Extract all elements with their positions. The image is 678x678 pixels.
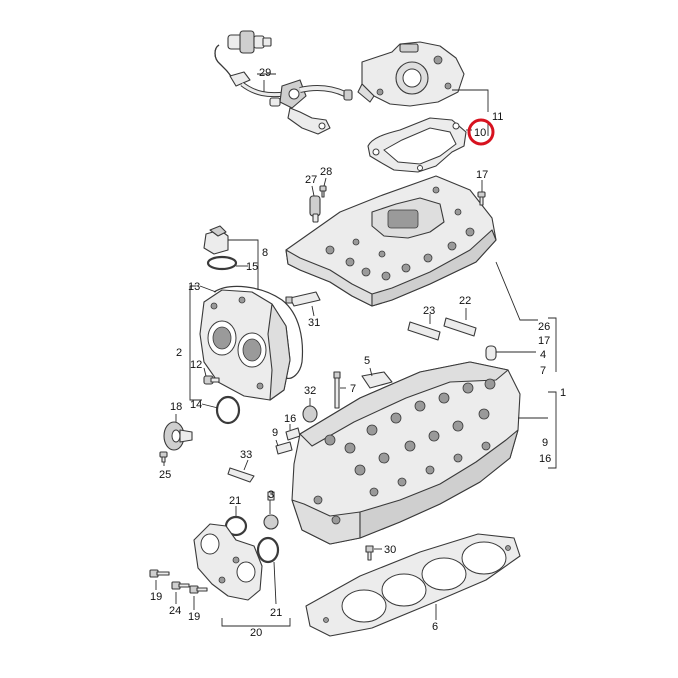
- label-12: 12: [190, 359, 202, 371]
- label-10: 10: [474, 127, 486, 139]
- vent-hose-assembly: [214, 30, 353, 135]
- label-7-mid: 7: [350, 383, 356, 395]
- label-25: 25: [159, 469, 171, 481]
- bracket-33: [227, 467, 255, 483]
- label-4: 4: [540, 349, 546, 361]
- label-8: 8: [262, 247, 268, 259]
- label-7-right: 7: [540, 365, 546, 377]
- bolt-25: [159, 451, 168, 463]
- bolt-28: [319, 185, 327, 198]
- sensor-23: [407, 321, 441, 341]
- cap-seal-15: [206, 255, 238, 271]
- label-9-left: 9: [272, 427, 278, 439]
- bolt-12: [203, 375, 220, 385]
- label-16-right: 16: [539, 453, 551, 465]
- oil-separator-gasket: [367, 117, 467, 173]
- label-19-left: 19: [150, 591, 162, 603]
- label-30: 30: [384, 544, 396, 556]
- label-29: 29: [259, 67, 271, 79]
- seal-14: [215, 395, 241, 425]
- label-17-right: 17: [538, 335, 550, 347]
- bolt-7-long: [333, 371, 341, 409]
- label-13: 13: [188, 281, 200, 293]
- sensor-31: [285, 291, 321, 307]
- label-9-right: 9: [542, 437, 548, 449]
- label-22: 22: [459, 295, 471, 307]
- label-23: 23: [423, 305, 435, 317]
- bolt-19-right: [189, 585, 208, 594]
- leader-lines: [155, 80, 557, 627]
- label-20: 20: [250, 627, 262, 639]
- plug-3: [263, 491, 279, 530]
- label-24: 24: [169, 605, 181, 617]
- label-17-top: 17: [476, 169, 488, 181]
- bolt-17-top: [477, 191, 486, 206]
- label-26: 26: [538, 321, 550, 333]
- label-32: 32: [304, 385, 316, 397]
- timing-cover: [199, 289, 291, 401]
- sensor-22: [443, 317, 477, 337]
- label-3: 3: [268, 489, 274, 501]
- label-27: 27: [305, 174, 317, 186]
- cylinder-head: [291, 361, 521, 545]
- bolt-24: [171, 581, 190, 590]
- sensor-wheel-18: [163, 421, 193, 451]
- bolt-19-left: [149, 569, 170, 578]
- label-15: 15: [246, 261, 258, 273]
- plug-32: [302, 405, 318, 423]
- oil-filler-cap: [203, 225, 229, 255]
- label-14: 14: [190, 399, 202, 411]
- label-21-lower: 21: [270, 607, 282, 619]
- dowel-16: [285, 427, 301, 441]
- oil-separator: [357, 41, 465, 107]
- dowel-9: [275, 441, 293, 455]
- label-18: 18: [170, 401, 182, 413]
- part-labels: 29 11 10 28 27 17 8 15 13 31 2 12 14 18 …: [150, 67, 566, 639]
- label-6: 6: [432, 621, 438, 633]
- timing-cover-gasket-13: [213, 285, 304, 379]
- label-5: 5: [364, 355, 370, 367]
- bolt-30: [365, 545, 374, 561]
- bracket-5: [361, 371, 393, 389]
- label-11: 11: [492, 111, 503, 123]
- label-19-right: 19: [188, 611, 200, 623]
- cylinder-head-cover: [285, 175, 497, 307]
- highlight-circle: [467, 118, 495, 146]
- label-31: 31: [308, 317, 320, 329]
- cylinder-head-gasket: [305, 533, 521, 637]
- plug-4: [485, 345, 497, 361]
- sensor-27: [309, 195, 321, 223]
- label-33: 33: [240, 449, 252, 461]
- label-28: 28: [320, 166, 332, 178]
- label-21-upper: 21: [229, 495, 241, 507]
- label-1: 1: [560, 387, 566, 399]
- label-2: 2: [176, 347, 182, 359]
- seal-21-lower: [256, 536, 280, 564]
- label-16-left: 16: [284, 413, 296, 425]
- camshaft-adjuster-housing: [193, 523, 263, 601]
